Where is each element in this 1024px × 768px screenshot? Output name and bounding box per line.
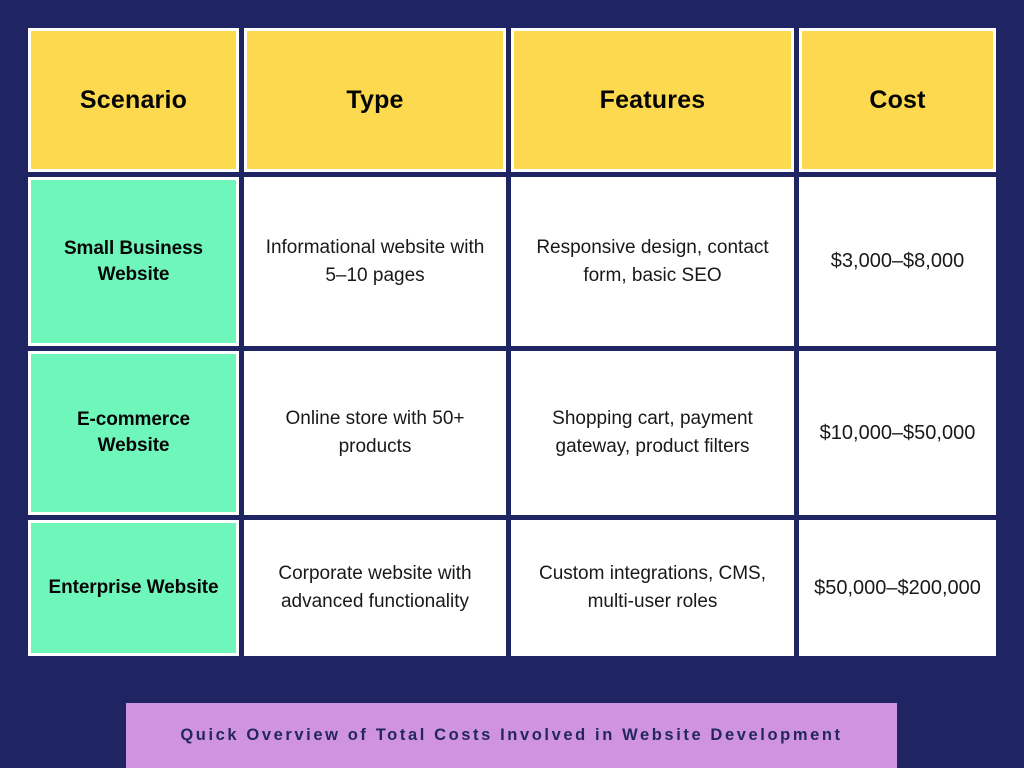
type-cell-surface: Informational website with 5–10 pages	[244, 177, 506, 346]
table-row: Small Business Website Informational web…	[28, 177, 996, 351]
header-cell-type-surface: Type	[244, 28, 506, 172]
table-header-row: Scenario Type Features Cost	[28, 28, 996, 177]
scenario-cell-surface: Enterprise Website	[28, 520, 239, 656]
cell-type: Corporate website with advanced function…	[244, 520, 511, 656]
features-cell-surface: Custom integrations, CMS, multi-user rol…	[511, 520, 794, 656]
cost-text: $50,000–$200,000	[814, 576, 981, 599]
cell-cost: $3,000–$8,000	[799, 177, 996, 351]
cell-features: Custom integrations, CMS, multi-user rol…	[511, 520, 799, 656]
cell-type: Online store with 50+ products	[244, 351, 511, 520]
header-cell-features-surface: Features	[511, 28, 794, 172]
features-text: Shopping cart, payment gateway, product …	[552, 408, 753, 457]
scenario-label: Small Business Website	[63, 237, 204, 285]
table-row: Enterprise Website Corporate website wit…	[28, 520, 996, 656]
cost-text: $10,000–$50,000	[819, 421, 976, 444]
caption-text: Quick Overview of Total Costs Involved i…	[180, 726, 843, 745]
cell-cost: $50,000–$200,000	[799, 520, 996, 656]
header-cell-cost-surface: Cost	[799, 28, 996, 172]
scenario-label: E-commerce Website	[76, 409, 191, 456]
cost-text: $3,000–$8,000	[830, 250, 965, 272]
column-header-type: Type	[244, 28, 511, 177]
table-header: Scenario Type Features Cost	[28, 28, 996, 177]
column-header-features: Features	[511, 28, 799, 177]
cell-cost: $10,000–$50,000	[799, 351, 996, 520]
cost-cell-surface: $10,000–$50,000	[799, 351, 996, 515]
cell-features: Responsive design, contact form, basic S…	[511, 177, 799, 351]
features-cell-surface: Responsive design, contact form, basic S…	[511, 177, 794, 346]
column-header-scenario: Scenario	[28, 28, 244, 177]
features-cell-surface: Shopping cart, payment gateway, product …	[511, 351, 794, 515]
table-row: E-commerce Website Online store with 50+…	[28, 351, 996, 520]
type-text: Informational website with 5–10 pages	[265, 236, 485, 286]
cost-cell-surface: $3,000–$8,000	[799, 177, 996, 346]
type-text: Online store with 50+ products	[285, 408, 465, 457]
column-header-label-type: Type	[346, 85, 404, 114]
cell-scenario: E-commerce Website	[28, 351, 244, 520]
cell-type: Informational website with 5–10 pages	[244, 177, 511, 351]
column-header-label-scenario: Scenario	[79, 85, 188, 114]
scenario-cell-surface: E-commerce Website	[28, 351, 239, 515]
scenario-label: Enterprise Website	[48, 577, 219, 599]
features-text: Custom integrations, CMS, multi-user rol…	[538, 563, 767, 612]
column-header-label-cost: Cost	[869, 85, 926, 114]
features-text: Responsive design, contact form, basic S…	[536, 236, 769, 286]
column-header-cost: Cost	[799, 28, 996, 177]
column-header-label-features: Features	[599, 85, 706, 114]
website-cost-table: Scenario Type Features Cost	[28, 28, 996, 656]
caption-banner: Quick Overview of Total Costs Involved i…	[126, 703, 897, 768]
cell-scenario: Small Business Website	[28, 177, 244, 351]
type-cell-surface: Corporate website with advanced function…	[244, 520, 506, 656]
cell-features: Shopping cart, payment gateway, product …	[511, 351, 799, 520]
scenario-cell-surface: Small Business Website	[28, 177, 239, 346]
header-cell-scenario-surface: Scenario	[28, 28, 239, 172]
table-body: Small Business Website Informational web…	[28, 177, 996, 656]
cost-cell-surface: $50,000–$200,000	[799, 520, 996, 656]
type-text: Corporate website with advanced function…	[278, 563, 472, 612]
cell-scenario: Enterprise Website	[28, 520, 244, 656]
type-cell-surface: Online store with 50+ products	[244, 351, 506, 515]
